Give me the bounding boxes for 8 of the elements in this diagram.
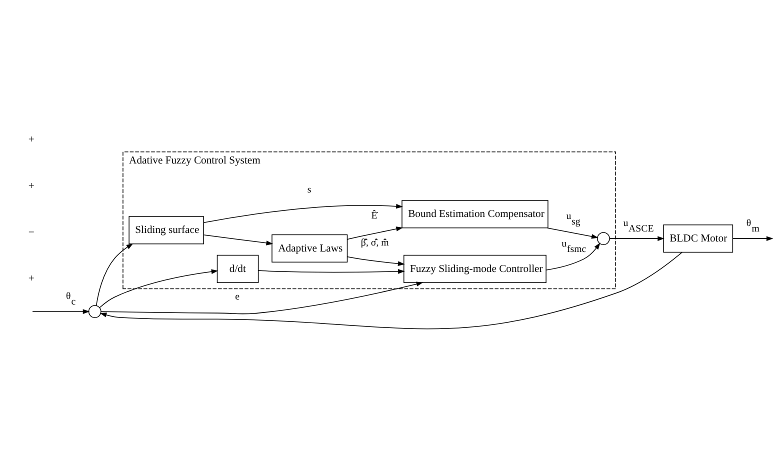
edge-label: Ê̇	[371, 210, 378, 221]
edge-label: β̂̇, σ̂̇, m̂̇	[360, 237, 389, 248]
label: +	[28, 180, 34, 192]
edge-label: e	[235, 291, 240, 302]
edge-label: s	[307, 184, 312, 195]
label: −	[28, 226, 34, 238]
label: +	[28, 273, 34, 284]
label: +	[28, 134, 34, 146]
